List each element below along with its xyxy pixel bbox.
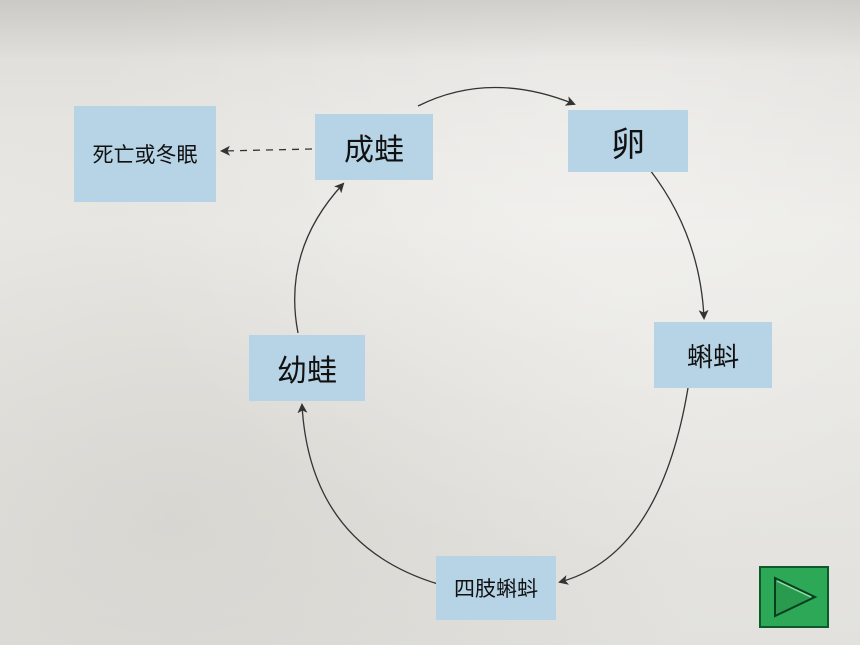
play-triangle-icon [774, 576, 818, 618]
stage-tadpole-with-legs: 四肢蝌蚪 [436, 556, 556, 620]
stage-label: 幼蛙 [277, 354, 337, 389]
arrow-egg-to-tadpole [649, 169, 709, 320]
stage-adult-frog: 成蛙 [315, 114, 433, 180]
stage-label: 成蛙 [344, 133, 404, 168]
arrow-froglet-to-adult [294, 182, 345, 334]
stage-egg: 卵 [568, 110, 688, 172]
arrow-tadpole-to-legs [558, 387, 689, 585]
stage-froglet: 幼蛙 [249, 335, 365, 401]
stage-label: 卵 [611, 124, 645, 165]
stage-label: 四肢蝌蚪 [454, 577, 538, 601]
next-slide-button[interactable] [759, 566, 829, 628]
arrow-adult-to-egg [417, 86, 576, 107]
arrow-adult-to-death [220, 145, 313, 156]
stage-tadpole: 蝌蚪 [654, 322, 772, 388]
page-shadow [0, 0, 860, 60]
stage-death-or-hibernation: 死亡或冬眠 [74, 106, 216, 202]
stage-label: 蝌蚪 [686, 342, 739, 373]
stage-label: 死亡或冬眠 [92, 143, 198, 167]
arrow-legs-to-froglet [297, 403, 439, 585]
